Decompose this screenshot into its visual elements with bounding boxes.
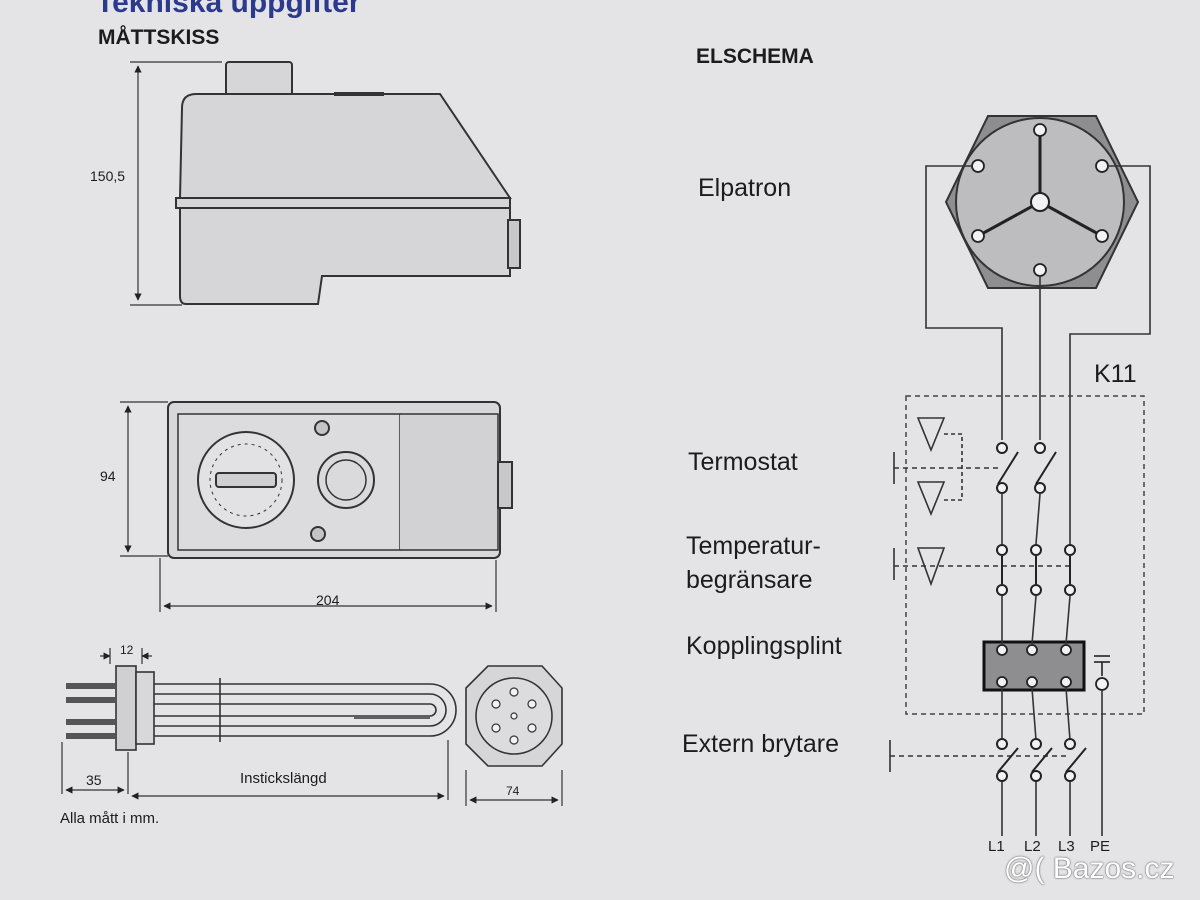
phase-label-l2: L2	[1024, 838, 1041, 855]
heating-element-side-view	[66, 665, 457, 751]
units-footnote: Alla mått i mm.	[60, 810, 160, 827]
depth-and-width-dimensions	[120, 401, 497, 612]
phase-conductors	[1001, 493, 1103, 836]
octagon-dimension	[465, 770, 563, 806]
dimension-sketch-heading: MÅTTSKISS	[98, 26, 220, 49]
phase-label-pe: PE	[1090, 838, 1111, 855]
elpatron-symbol	[944, 115, 1140, 289]
thermostat-contacts	[996, 442, 1057, 494]
width-dimension-label: 204	[316, 592, 340, 608]
wiring-diagram-heading: ELSCHEMA	[696, 45, 814, 68]
phase-label-l1: L1	[988, 838, 1005, 855]
thermostat-symbols	[893, 417, 1000, 517]
terminal-block-label: Kopplingsplint	[686, 632, 842, 660]
depth-dimension-label: 94	[100, 468, 116, 484]
element-dimensions	[61, 648, 449, 800]
housing-front-view	[167, 401, 513, 559]
temp-limiter-label-line1: Temperatur-	[686, 532, 821, 560]
elpatron-wiring	[925, 165, 1151, 546]
temp-limiter-symbol	[893, 547, 1070, 587]
temp-limiter-contacts	[996, 544, 1076, 596]
termostat-label: Termostat	[688, 448, 798, 476]
external-switch-symbol	[889, 740, 1070, 772]
height-dimension-label: 150,5	[90, 168, 126, 184]
watermark: @( Bazos.cz	[1004, 852, 1175, 885]
external-switch-label: Extern brytare	[682, 730, 840, 758]
housing-side-view	[175, 61, 521, 305]
k11-label: K11	[1094, 360, 1137, 388]
flange-end-view	[465, 665, 563, 767]
insertion-length-label: Instickslängd	[240, 770, 327, 787]
page-title: Tekniska uppgifter	[96, 0, 361, 19]
temp-limiter-label-line2: begränsare	[686, 566, 813, 594]
head-dimension-label: 35	[86, 772, 102, 788]
height-dimension	[130, 61, 222, 306]
phase-label-l3: L3	[1058, 838, 1075, 855]
external-switch-contacts	[996, 738, 1087, 782]
flange-dimension-label: 12	[120, 643, 134, 657]
octagon-dimension-label: 74	[506, 784, 520, 798]
terminal-block	[982, 640, 1110, 692]
elpatron-label: Elpatron	[698, 174, 792, 202]
k11-enclosure	[905, 395, 1145, 715]
